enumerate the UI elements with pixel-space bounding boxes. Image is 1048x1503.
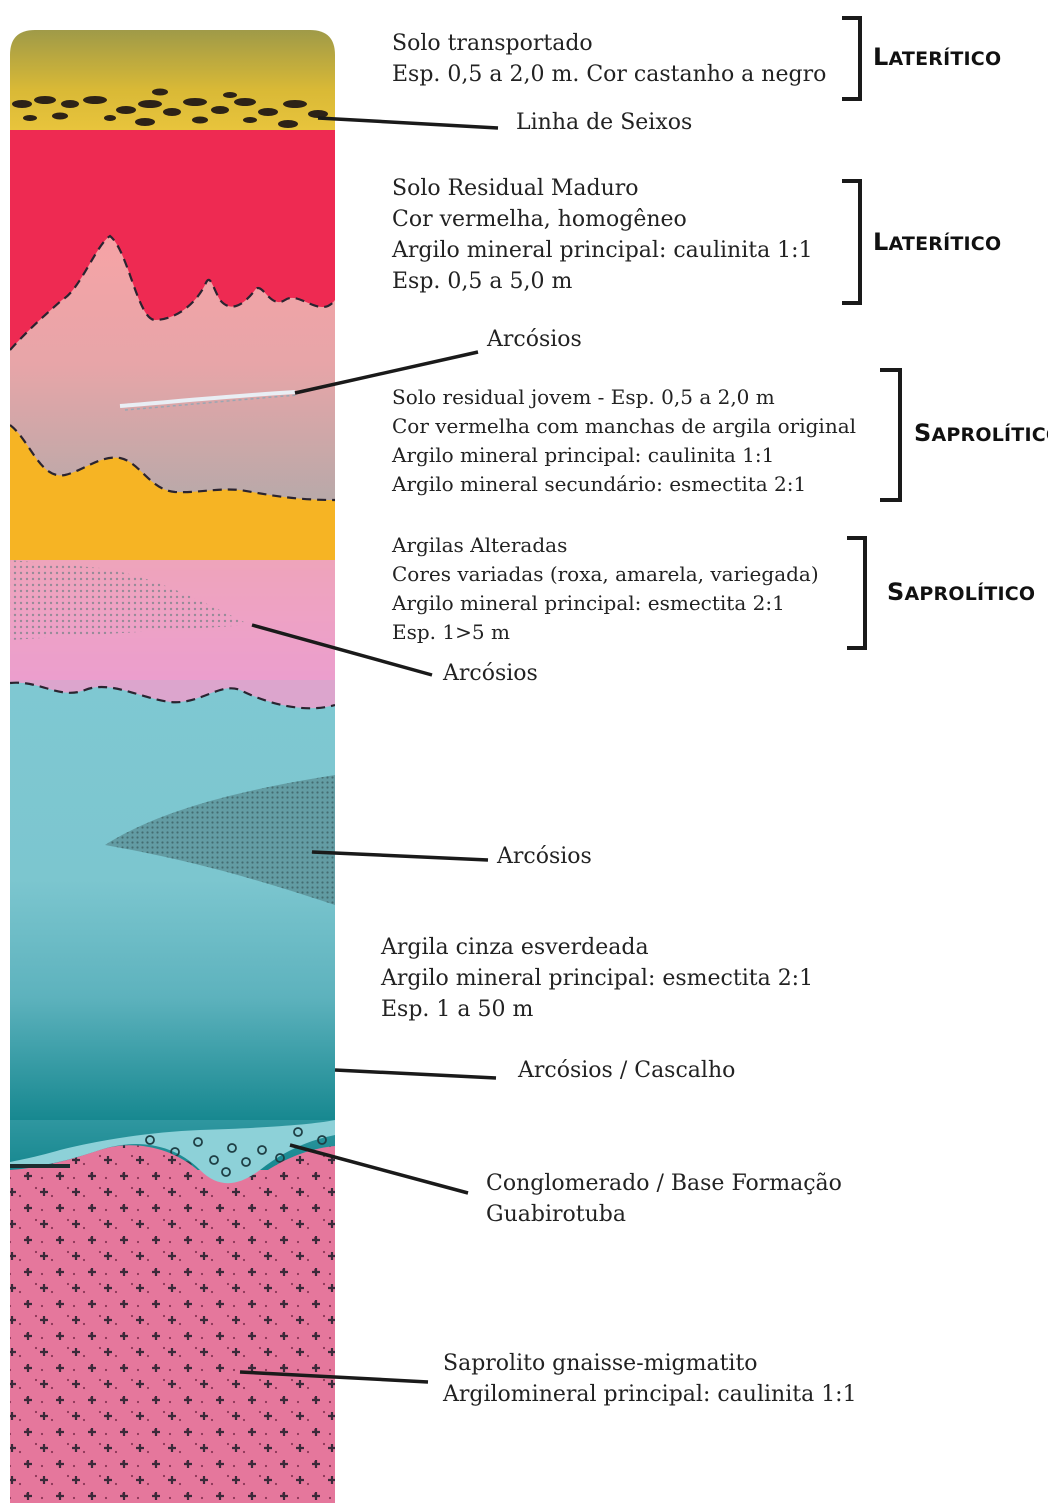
- desc-line: Argilas Alteradas: [392, 531, 819, 560]
- category-initial: L: [873, 228, 889, 256]
- desc-saprolito: Saprolito gnaisse-migmatito Argilominera…: [443, 1348, 857, 1410]
- bracket-lateritico-1: [842, 18, 860, 99]
- category-brackets: [842, 18, 900, 648]
- label-arcosios-2: Arcósios: [443, 661, 538, 686]
- desc-line: Solo Residual Maduro: [392, 173, 813, 204]
- leader-linha-de-seixos: [318, 118, 498, 128]
- category-lateritico-1: LATERÍTICO: [873, 43, 1001, 71]
- leader-arcosios-3: [312, 852, 488, 860]
- bracket-lateritico-2: [842, 181, 860, 303]
- desc-solo-residual-jovem: Solo residual jovem - Esp. 0,5 a 2,0 m C…: [392, 383, 856, 499]
- desc-line: Argilo mineral principal: caulinita 1:1: [392, 441, 856, 470]
- category-lateritico-2: LATERÍTICO: [873, 228, 1001, 256]
- desc-line: Argilo mineral principal: esmectita 2:1: [381, 963, 813, 994]
- desc-line: Conglomerado / Base Formação: [486, 1168, 842, 1199]
- label-linha-de-seixos: Linha de Seixos: [516, 110, 692, 135]
- bracket-saprolitico-2: [847, 538, 865, 648]
- category-saprolitico-1: SAPROLÍTICO: [914, 419, 1048, 447]
- layer-cyan-top: [10, 683, 335, 1120]
- desc-argila-cinza: Argila cinza esverdeada Argilo mineral p…: [381, 932, 813, 1025]
- category-rest: ATERÍTICO: [889, 48, 1002, 70]
- desc-line: Solo residual jovem - Esp. 0,5 a 2,0 m: [392, 383, 856, 412]
- desc-conglomerado: Conglomerado / Base Formação Guabirotuba: [486, 1168, 842, 1230]
- desc-line: Argilo mineral principal: esmectita 2:1: [392, 589, 819, 618]
- desc-line: Cores variadas (roxa, amarela, variegada…: [392, 560, 819, 589]
- category-initial: L: [873, 43, 889, 71]
- label-arcosios-cascalho: Arcósios / Cascalho: [518, 1058, 735, 1083]
- label-arcosios-1: Arcósios: [487, 327, 582, 352]
- category-rest: APROLÍTICO: [905, 583, 1036, 605]
- desc-line: Argilomineral principal: caulinita 1:1: [443, 1379, 857, 1410]
- desc-line: Solo transportado: [392, 28, 826, 59]
- desc-line: Esp. 1 a 50 m: [381, 994, 813, 1025]
- soil-column: [10, 30, 335, 1503]
- desc-line: Guabirotuba: [486, 1199, 842, 1230]
- desc-line: Argilo mineral principal: caulinita 1:1: [392, 235, 813, 266]
- category-rest: APROLÍTICO: [932, 424, 1048, 446]
- category-initial: S: [887, 578, 905, 606]
- category-initial: S: [914, 419, 932, 447]
- category-rest: ATERÍTICO: [889, 233, 1002, 255]
- desc-line: Esp. 1>5 m: [392, 618, 819, 647]
- desc-solo-residual-maduro: Solo Residual Maduro Cor vermelha, homog…: [392, 173, 813, 297]
- desc-line: Argilo mineral secundário: esmectita 2:1: [392, 470, 856, 499]
- desc-line: Cor vermelha com manchas de argila origi…: [392, 412, 856, 441]
- desc-line: Esp. 0,5 a 5,0 m: [392, 266, 813, 297]
- desc-line: Cor vermelha, homogêneo: [392, 204, 813, 235]
- category-saprolitico-2: SAPROLÍTICO: [887, 578, 1035, 606]
- desc-line: Argila cinza esverdeada: [381, 932, 813, 963]
- label-arcosios-3: Arcósios: [497, 844, 592, 869]
- layer-saprolito-top: [10, 1145, 335, 1503]
- leader-arcosios-cascalho: [335, 1070, 496, 1078]
- desc-argilas-alteradas: Argilas Alteradas Cores variadas (roxa, …: [392, 531, 819, 647]
- bracket-saprolitico-1: [880, 370, 900, 500]
- desc-solo-transportado: Solo transportado Esp. 0,5 a 2,0 m. Cor …: [392, 28, 826, 90]
- desc-line: Saprolito gnaisse-migmatito: [443, 1348, 857, 1379]
- desc-line: Esp. 0,5 a 2,0 m. Cor castanho a negro: [392, 59, 826, 90]
